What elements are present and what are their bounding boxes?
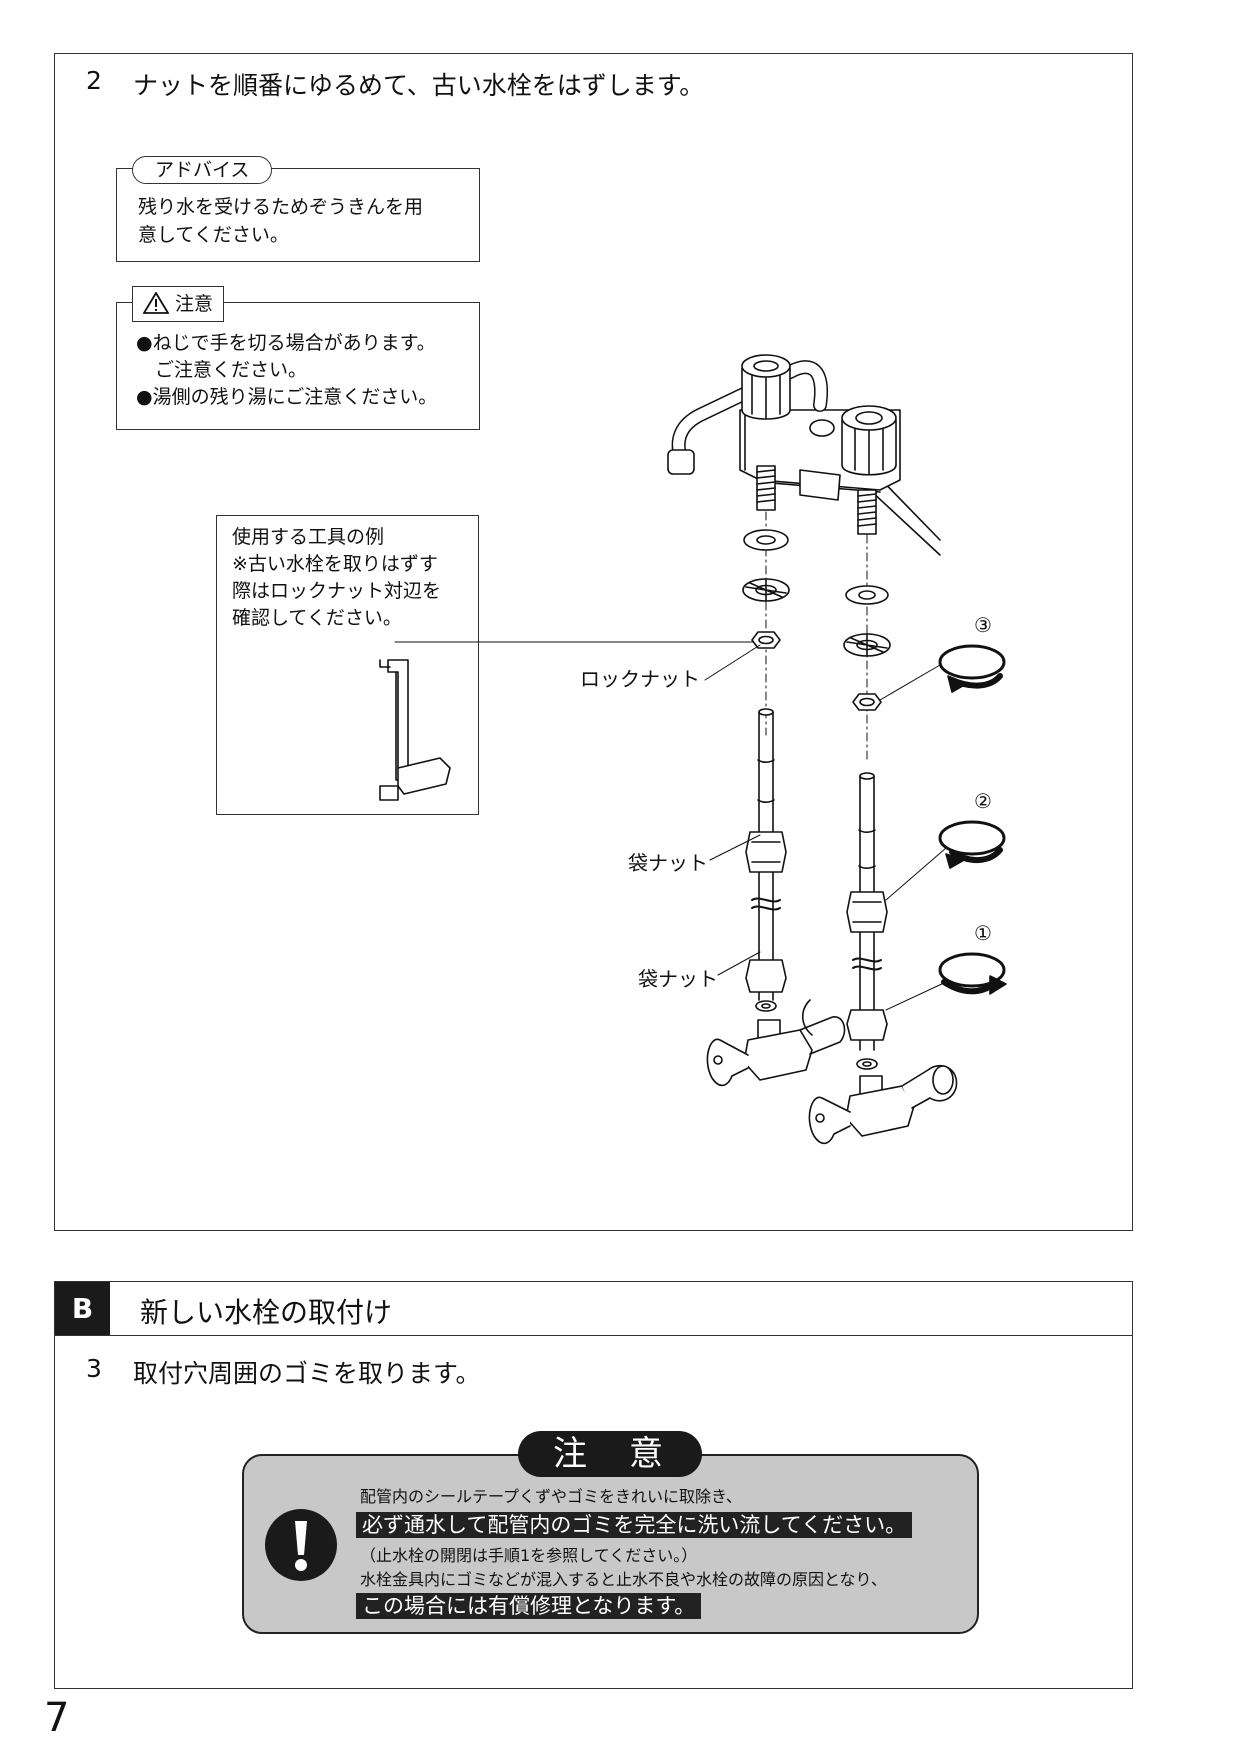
notice-tag-label: 注 意 xyxy=(553,1434,667,1474)
right-stop-valve xyxy=(808,1064,958,1145)
advice-text: 残り水を受けるためぞうきんを用 意してください。 xyxy=(138,193,423,249)
threaded-shanks xyxy=(756,465,877,535)
faucet-removal-illustration: ロックナット 袋ナット 袋ナット ③ ② ① xyxy=(379,354,1007,1145)
warning-triangle-icon xyxy=(142,291,170,314)
caution-line-1: ●ねじで手を切る場合があります。 xyxy=(136,332,436,354)
rotation-arrow-1-icon xyxy=(938,952,1007,995)
right-handle xyxy=(809,405,897,476)
tools-line-3: 確認してください。 xyxy=(232,607,402,629)
left-supply-pipe xyxy=(745,708,787,1012)
caution-line-2: ご注意ください。 xyxy=(136,359,308,381)
advice-tag-label: アドバイス xyxy=(155,159,250,181)
tools-box xyxy=(216,515,479,815)
page-number: 7 xyxy=(44,1695,70,1741)
tools-text: 使用する工具の例 ※古い水栓を取りはずす 際はロックナット対辺を 確認してくださ… xyxy=(232,524,441,632)
caution-box xyxy=(116,302,480,430)
notice-line-1: 配管内のシールテープくずやゴミをきれいに取除き、 xyxy=(360,1487,742,1506)
wrench-tool-icon xyxy=(379,659,451,801)
right-supply-pipe xyxy=(846,772,888,1070)
order-2-label: ② xyxy=(974,789,992,813)
tools-line-1: ※古い水栓を取りはずす xyxy=(232,553,438,575)
step3-number: 3 xyxy=(86,1354,102,1383)
tools-line-2: 際はロックナット対辺を xyxy=(232,580,442,602)
advice-tag: アドバイス xyxy=(132,156,273,184)
advice-line-1: 残り水を受けるためぞうきんを用 xyxy=(138,196,424,218)
step2-number: 2 xyxy=(86,66,102,95)
notice-line-2-highlight: 必ず通水して配管内のゴミを完全に洗い流してください。 xyxy=(356,1512,913,1538)
left-stop-valve xyxy=(706,999,846,1087)
step2-panel xyxy=(54,53,1133,1231)
notice-line-4: 水栓金具内にゴミなどが混入すると止水不良や水栓の故障の原因となり、 xyxy=(360,1570,887,1589)
left-handle xyxy=(741,354,791,420)
order-1-label: ① xyxy=(974,921,992,945)
step3-title: 取付穴周囲のゴミを取ります。 xyxy=(133,1359,481,1388)
step2-title: ナットを順番にゆるめて、古い水栓をはずします。 xyxy=(133,71,705,100)
caution-tag: 注意 xyxy=(132,286,225,322)
cap-nut-lower-label: 袋ナット xyxy=(638,967,718,991)
caution-tag-label: 注意 xyxy=(175,293,214,315)
notice-tag: 注 意 xyxy=(518,1431,702,1477)
notice-line-5: この場合には有償修理となります。 xyxy=(356,1590,702,1620)
section-b-badge: B xyxy=(55,1282,110,1335)
section-b-badge-label: B xyxy=(71,1292,94,1325)
notice-line-5-highlight: この場合には有償修理となります。 xyxy=(356,1593,702,1619)
caution-text: ●ねじで手を切る場合があります。 ご注意ください。 ●湯側の残り湯にご注意くださ… xyxy=(136,330,437,411)
tools-heading: 使用する工具の例 xyxy=(232,526,385,548)
rotation-arrow-3-icon xyxy=(938,644,1006,693)
section-b-header xyxy=(54,1281,1133,1336)
section-b-title: 新しい水栓の取付け xyxy=(140,1296,393,1329)
order-3-label: ③ xyxy=(974,613,992,637)
section-b-panel xyxy=(54,1281,1133,1689)
advice-line-2: 意してください。 xyxy=(138,224,289,246)
exclamation-icon xyxy=(265,1509,337,1581)
lock-nut-label: ロックナット xyxy=(580,667,700,691)
notice-line-2: 必ず通水して配管内のゴミを完全に洗い流してください。 xyxy=(356,1509,913,1539)
notice-line-3: （止水栓の開閉は手順1を参照してください。） xyxy=(360,1546,698,1565)
cap-nut-upper-label: 袋ナット xyxy=(628,851,708,875)
caution-line-3: ●湯側の残り湯にご注意ください。 xyxy=(136,386,438,408)
rotation-arrow-2-icon xyxy=(938,820,1006,869)
